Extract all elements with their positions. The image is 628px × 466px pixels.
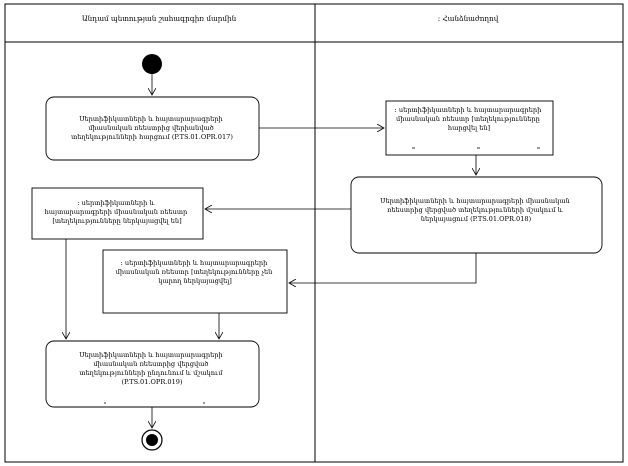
svg-text:։ սերտիֆիկատների և հայտարարագր: ։ սերտիֆիկատների և հայտարարագրերի միասնա… (116, 259, 275, 285)
svg-text:Սերտիֆիկատների և հայտարարագրեր: Սերտիֆիկատների և հայտարարագրերի միասնակա… (79, 351, 225, 386)
object-node-provided: ։ սերտիֆիկատների և հայտարարագրերի միասնա… (31, 187, 204, 240)
object-node-not-provided: ։ սերտիֆիկատների և հայտարարագրերի միասնա… (102, 249, 288, 314)
initial-node (142, 54, 162, 74)
final-node (141, 429, 163, 451)
object-node-requested: ։ սերտիֆիկատների և հայտարարագրերի միասնա… (385, 100, 554, 156)
svg-text:։ սերտիֆիկատների և հայտա: ։ սերտիֆիկատների և հայտարարագրերի միասնա… (45, 199, 190, 225)
swimlane-frame (4, 3, 624, 463)
lane-title-commission: ։ Հանձնաժողով (438, 14, 500, 23)
provide-action-node: Սերտիֆիկատների և հայտարարագրերի միասնակա… (350, 176, 603, 254)
request-action-node: Սերտիֆիկատների և հայտարարագրերի միասնակա… (45, 96, 260, 161)
svg-text:Սերտիֆիկատների և հայտարարագրեր: Սերտիֆիկատների և հայտարարագրերի միասնակա… (71, 115, 233, 141)
receive-action-node: Սերտիֆիկատների և հայտարարագրերի միասնակա… (45, 340, 260, 408)
svg-text:։ սերտիֆիկատների և հայտարարագր: ։ սերտիֆիկատների և հայտարարագրերի միասնա… (395, 106, 544, 132)
lane-title-state-body: Անդամ պետության շահագրգիռ մարմին (82, 14, 237, 23)
svg-text:Սերտիֆիկատների և հայտարարագրեր: Սերտիֆիկատների և հայտարարագրերի միասնակա… (380, 197, 572, 223)
flow-provide-to-object-not-provided (289, 253, 477, 283)
